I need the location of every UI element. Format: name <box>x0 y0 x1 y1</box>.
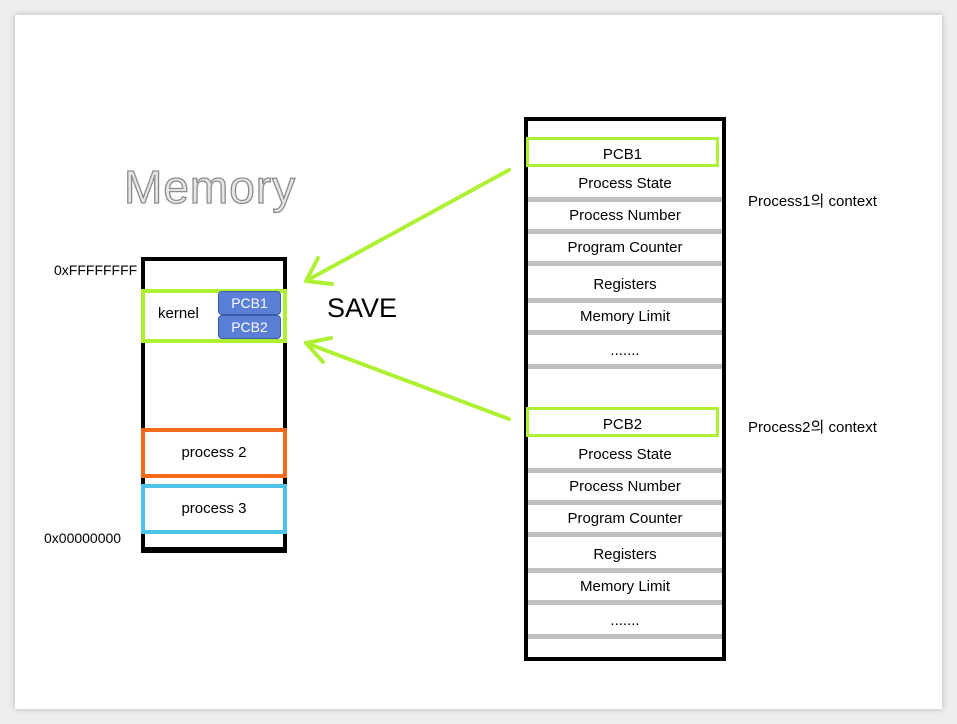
pcb2-program-counter: Program Counter <box>528 505 722 537</box>
kernel-label: kernel <box>158 305 199 322</box>
pcb1-ellipsis: ....... <box>528 337 722 369</box>
pcb1-header: PCB1 <box>526 137 719 167</box>
pcb1-program-counter: Program Counter <box>528 234 722 266</box>
pcb2-process-number: Process Number <box>528 473 722 505</box>
process3-region: process 3 <box>141 484 287 534</box>
process1-context-label: Process1의 context <box>748 193 877 210</box>
arrowhead-pcb2 <box>304 336 333 364</box>
address-top-label: 0xFFFFFFFF <box>54 262 138 278</box>
process2-region: process 2 <box>141 428 287 478</box>
arrow-pcb2-to-kernel <box>304 341 511 421</box>
pcb1-memory-limit: Memory Limit <box>528 303 722 335</box>
pcb1-process-number: Process Number <box>528 202 722 234</box>
pcb2-registers: Registers <box>528 541 722 573</box>
pcb2-header: PCB2 <box>526 407 719 437</box>
memory-title: Memory <box>123 160 297 213</box>
pcb2-ellipsis: ....... <box>528 607 722 639</box>
address-bottom-label: 0x00000000 <box>44 530 122 546</box>
arrow-pcb1-to-kernel <box>304 168 511 283</box>
kernel-pcb1-chip: PCB1 <box>218 291 281 315</box>
pcb1-process-state: Process State <box>528 170 722 202</box>
pcb2-process-state: Process State <box>528 441 722 473</box>
pcb2-memory-limit: Memory Limit <box>528 573 722 605</box>
arrowhead-pcb1 <box>304 256 334 286</box>
pcb1-registers: Registers <box>528 271 722 303</box>
process2-context-label: Process2의 context <box>748 419 877 436</box>
kernel-pcb2-chip: PCB2 <box>218 315 281 339</box>
save-label: SAVE <box>327 293 398 323</box>
